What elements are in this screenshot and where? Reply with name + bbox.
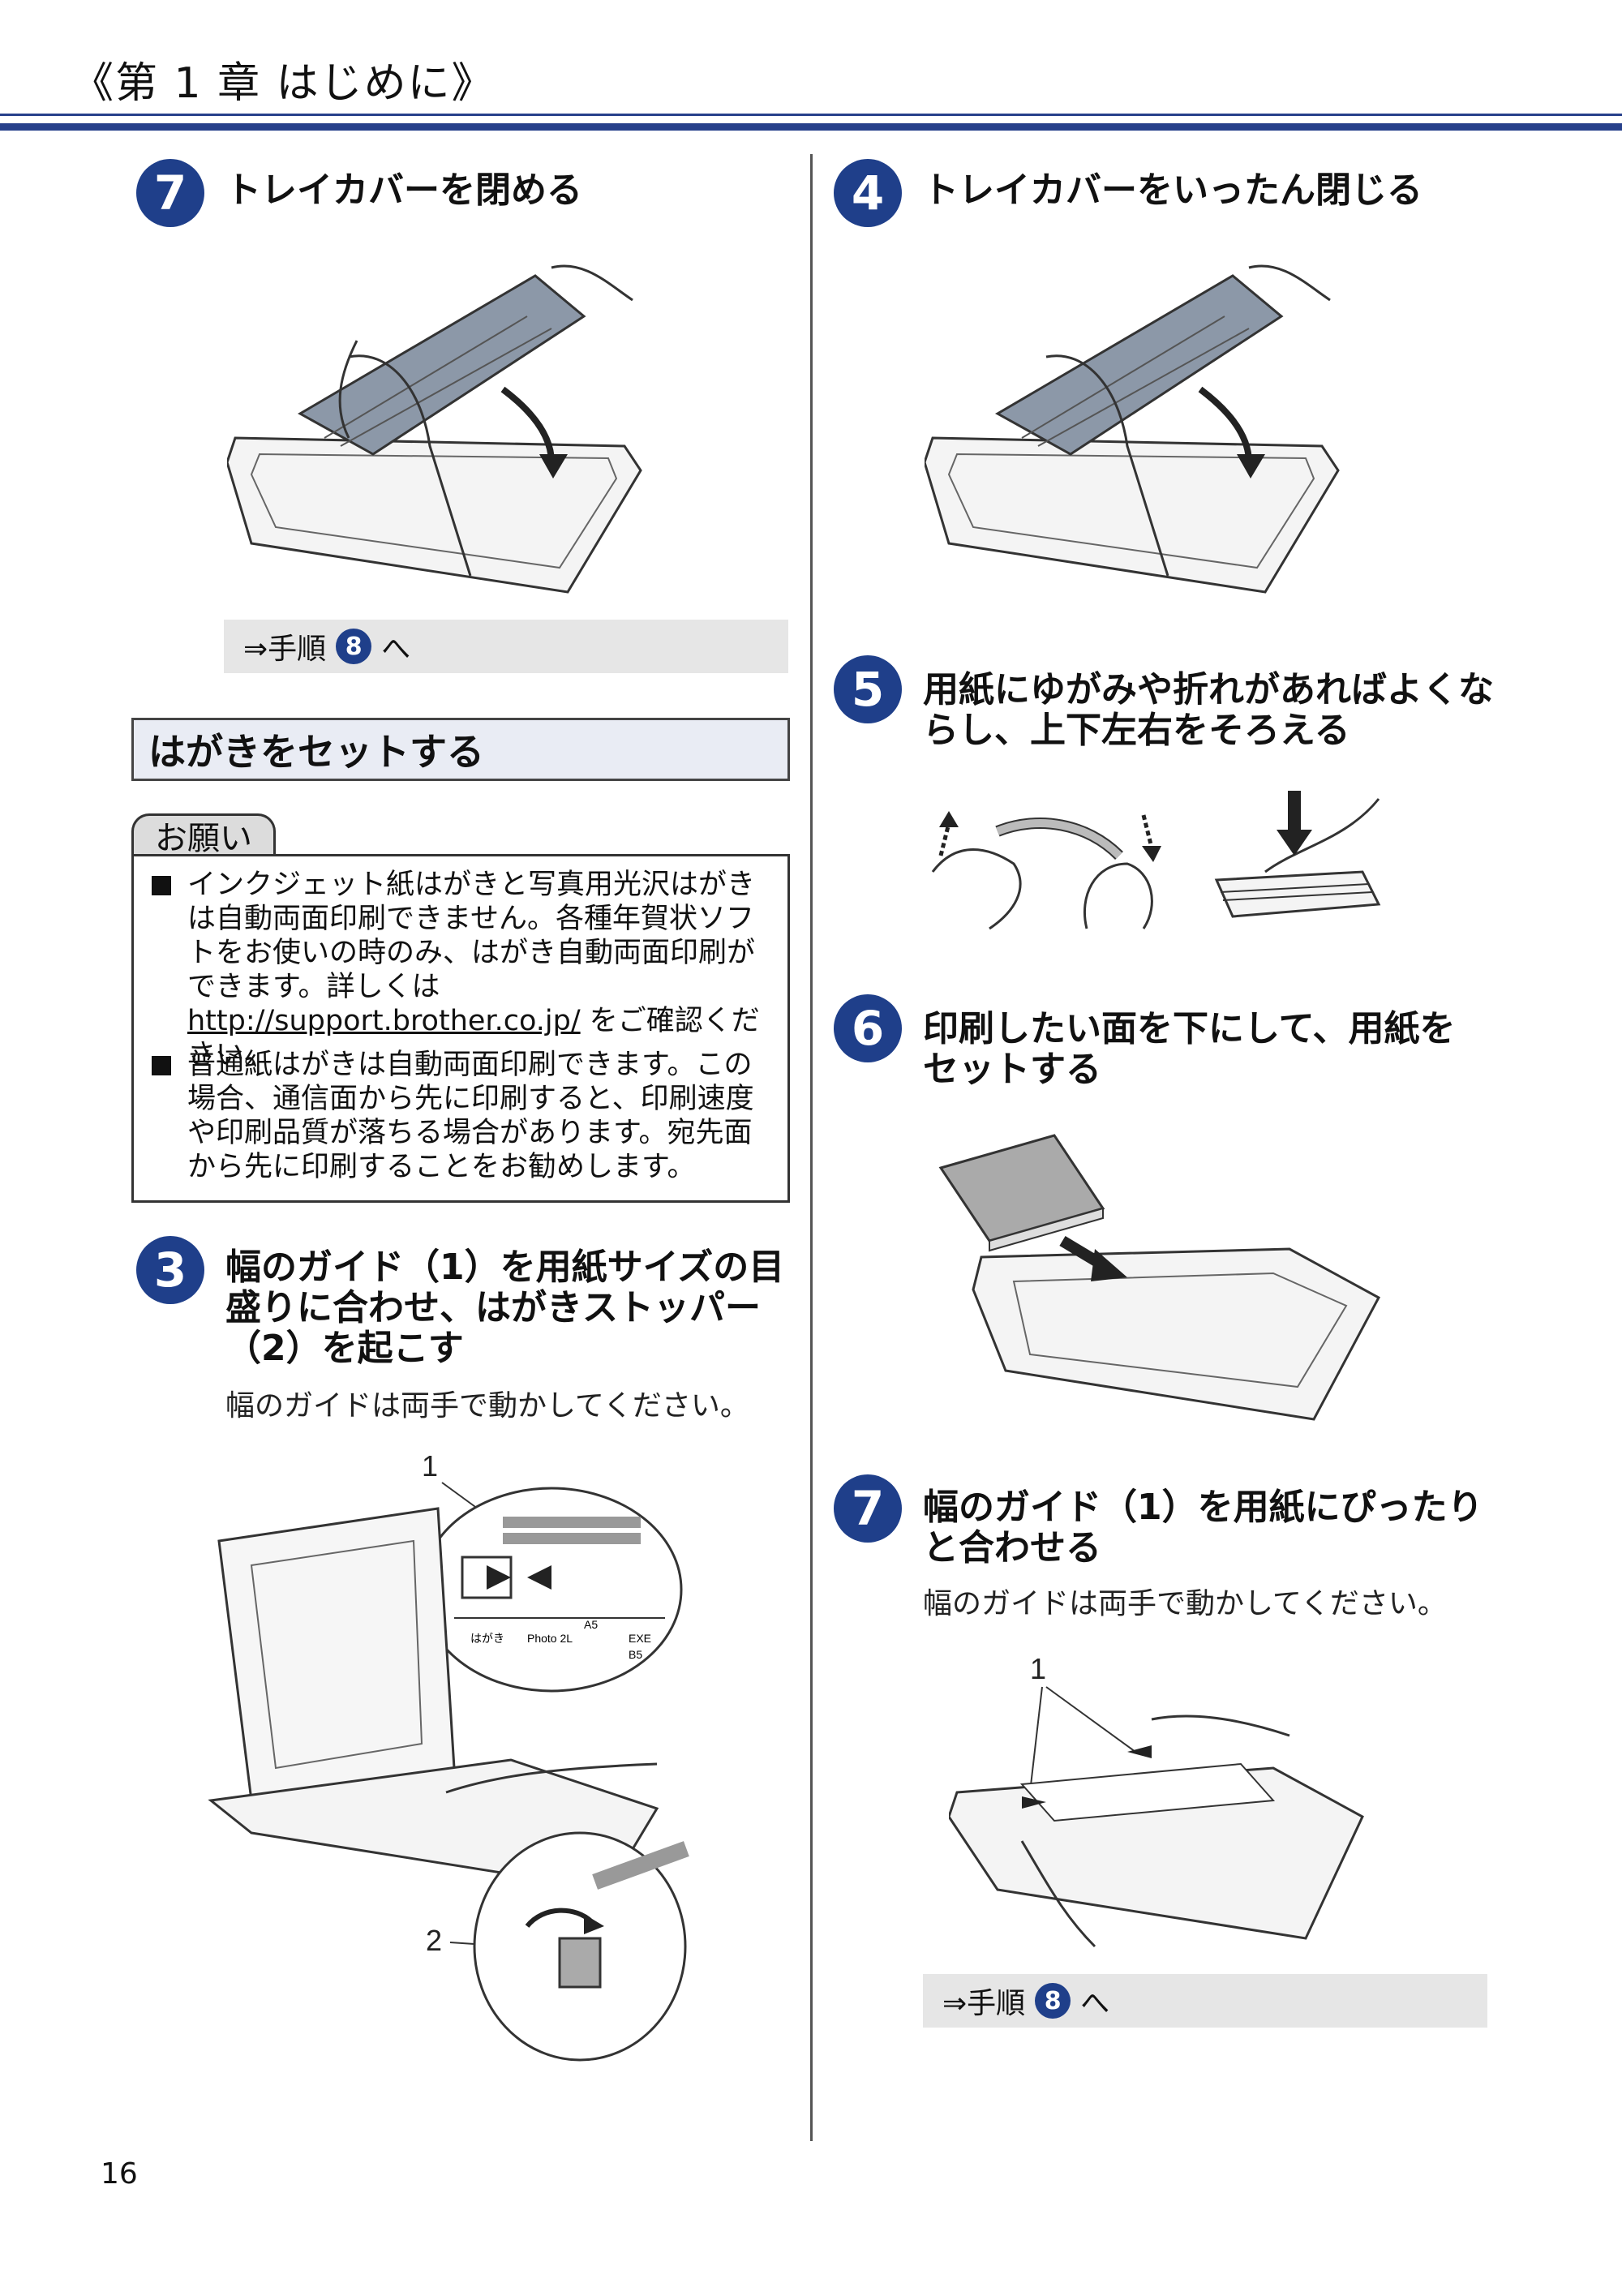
step-3-title-line-2: 盛りに合わせ、はがきストッパー xyxy=(225,1287,761,1328)
ref-step-badge: 8 xyxy=(336,629,372,664)
step-4-title: トレイカバーをいったん閉じる xyxy=(923,170,1422,211)
paper-fanning-illustration xyxy=(931,791,1381,930)
ref-suffix: へ xyxy=(381,633,411,666)
scale-label-hagaki: はがき xyxy=(470,1632,504,1645)
column-divider xyxy=(810,154,813,2141)
ref-prefix: ⇒手順 xyxy=(942,1987,1026,2020)
step-badge-4: 4 xyxy=(834,159,902,227)
load-paper-illustration xyxy=(938,1134,1381,1421)
step-7-subtext-right: 幅のガイドは両手で動かしてください。 xyxy=(923,1587,1447,1620)
ref-step-badge: 8 xyxy=(1035,1983,1071,2019)
ref-prefix: ⇒手順 xyxy=(243,633,327,666)
callout-2-left: 2 xyxy=(426,1924,442,1957)
bullet-square-icon xyxy=(152,1056,171,1075)
support-link[interactable]: http://support.brother.co.jp/ xyxy=(187,1005,581,1037)
scale-label-photo2l: Photo 2L xyxy=(527,1632,573,1645)
step-badge-7-left: 7 xyxy=(136,159,204,227)
tray-cover-close-illustration-right xyxy=(925,264,1340,594)
notice-box: インクジェット紙はがきと写真用光沢はがきは自動両面印刷できません。各種年賀状ソフ… xyxy=(131,854,790,1203)
header-rule-thin xyxy=(0,114,1622,116)
step-3-subtext: 幅のガイドは両手で動かしてください。 xyxy=(225,1389,749,1423)
step-7-title-line-2-right: と合わせる xyxy=(923,1527,1101,1569)
notice-item-2: 普通紙はがきは自動両面印刷できます。この場合、通信面から先に印刷すると、印刷速度… xyxy=(152,1048,776,1184)
step-6-title-line-2: セットする xyxy=(923,1049,1101,1090)
section-heading-postcard: はがきをセットする xyxy=(131,718,790,781)
step-badge-3: 3 xyxy=(136,1236,204,1304)
chapter-title: 《第 1 章 はじめに》 xyxy=(71,59,496,108)
scale-label-exe: EXE xyxy=(629,1632,651,1645)
scale-label-a5: A5 xyxy=(584,1618,598,1631)
width-guide-adjust-illustration: 1 はがき Photo 2L A5 EXE B5 2 xyxy=(208,1452,689,2062)
notice-item-1: インクジェット紙はがきと写真用光沢はがきは自動両面印刷できません。各種年賀状ソフ… xyxy=(152,868,776,1072)
bullet-square-icon xyxy=(152,876,171,895)
step-badge-6: 6 xyxy=(834,994,902,1062)
goto-step-8-left: ⇒手順 8 へ xyxy=(224,620,788,673)
step-badge-5: 5 xyxy=(834,655,902,723)
step-badge-7-right: 7 xyxy=(834,1474,902,1543)
tray-cover-close-illustration-left xyxy=(227,264,642,594)
notice-tab: お願い xyxy=(131,813,276,857)
step-3-title-line-3: （2）を起こす xyxy=(225,1328,464,1369)
ref-suffix: へ xyxy=(1080,1987,1110,2020)
goto-step-8-right: ⇒手順 8 へ xyxy=(923,1974,1487,2028)
callout-1-left: 1 xyxy=(422,1452,438,1483)
step-6-title-line-1: 印刷したい面を下にして、用紙を xyxy=(923,1008,1456,1049)
width-guide-fit-illustration: 1 xyxy=(949,1654,1364,1948)
callout-1-right: 1 xyxy=(1030,1654,1046,1685)
step-5-title-line-1: 用紙にゆがみや折れがあればよくな xyxy=(923,669,1494,710)
step-7-title-left: トレイカバーを閉める xyxy=(225,170,582,211)
header-rule-thick xyxy=(0,123,1622,131)
step-5-title-line-2: らし、上下左右をそろえる xyxy=(923,710,1350,751)
step-7-title-line-1-right: 幅のガイド（1）を用紙にぴったり xyxy=(923,1487,1483,1528)
page-number: 16 xyxy=(101,2157,138,2191)
scale-label-b5: B5 xyxy=(629,1648,642,1661)
step-3-title-line-1: 幅のガイド（1）を用紙サイズの目 xyxy=(225,1247,785,1288)
